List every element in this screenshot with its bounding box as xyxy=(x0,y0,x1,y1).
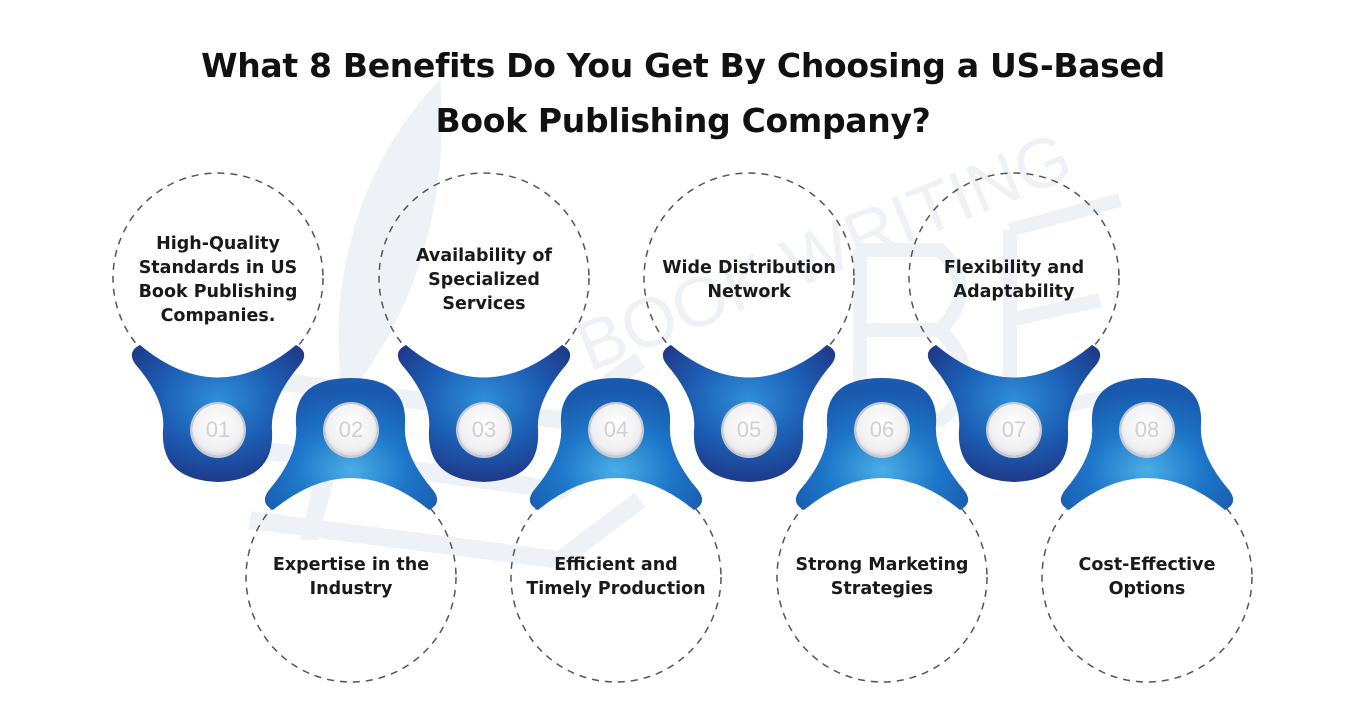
number-badge-01: 01 xyxy=(192,404,244,456)
benefit-label-04: Efficient and Timely Production xyxy=(526,555,706,599)
number-badge-08: 08 xyxy=(1121,404,1173,456)
benefit-label-01: High-Quality Standards in US Book Publis… xyxy=(138,234,298,326)
number-badge-05: 05 xyxy=(723,404,775,456)
title-line-1: What 8 Benefits Do You Get By Choosing a… xyxy=(201,46,1165,85)
benefit-label-03: Availability of Specialized Services xyxy=(416,246,552,314)
benefit-label-02: Expertise in the Industry xyxy=(272,555,430,599)
title-line-2: Book Publishing Company? xyxy=(435,101,931,140)
number-badge-06: 06 xyxy=(856,404,908,456)
benefit-label-08: Cost-Effective Options xyxy=(1078,555,1216,599)
benefit-label-05: Wide Distribution Network xyxy=(662,258,836,302)
benefit-label-06: Strong Marketing Strategies xyxy=(795,555,969,599)
number-badge-03: 03 xyxy=(458,404,510,456)
page-title: What 8 Benefits Do You Get By Choosing a… xyxy=(0,38,1366,148)
number-badge-02: 02 xyxy=(325,404,377,456)
benefit-label-07: Flexibility and Adaptability xyxy=(943,258,1085,302)
number-badge-04: 04 xyxy=(590,404,642,456)
number-badge-07: 07 xyxy=(988,404,1040,456)
dashed-circles-top xyxy=(112,172,1120,384)
